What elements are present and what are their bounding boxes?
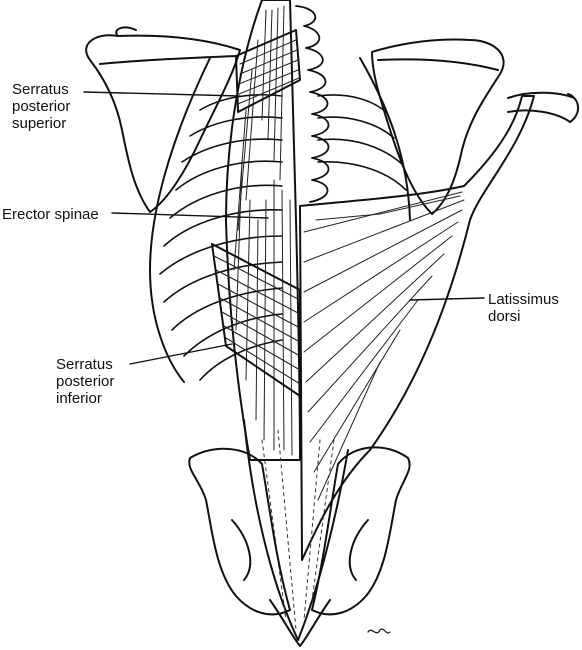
rib-cage-outline bbox=[149, 57, 411, 383]
label-serratus-posterior-superior: Serratus posterior superior bbox=[12, 81, 71, 132]
leader-erector-spinae bbox=[111, 212, 269, 219]
signature-icon bbox=[367, 628, 391, 634]
leader-serratus-posterior-superior bbox=[83, 91, 241, 97]
left-ribs bbox=[159, 93, 283, 381]
latissimus-dorsi bbox=[299, 95, 535, 561]
label-erector-spinae: Erector spinae bbox=[2, 206, 99, 223]
pelvis-right bbox=[311, 446, 411, 616]
label-latissimus-dorsi: Latissimus dorsi bbox=[488, 291, 559, 325]
serratus-posterior-superior bbox=[235, 29, 301, 113]
sacrum bbox=[269, 599, 331, 647]
vertebral-column bbox=[295, 5, 330, 203]
right-scapula-spine bbox=[377, 58, 499, 71]
right-arm-bone bbox=[507, 91, 575, 123]
left-scapula-spine bbox=[99, 55, 237, 65]
erector-spinae bbox=[225, 0, 301, 461]
serratus-posterior-inferior bbox=[211, 243, 301, 397]
pelvis-left bbox=[188, 447, 291, 616]
thoracolumbar-fascia bbox=[243, 419, 349, 641]
right-ribs bbox=[317, 94, 407, 191]
label-serratus-posterior-inferior: Serratus posterior inferior bbox=[56, 356, 115, 407]
leader-serratus-posterior-inferior bbox=[129, 343, 233, 365]
right-scapula bbox=[371, 38, 505, 215]
latissimus-dorsi-fibers bbox=[303, 191, 465, 501]
erector-spinae-fibers bbox=[233, 5, 293, 456]
leader-latissimus-dorsi bbox=[409, 297, 485, 301]
leader-lines bbox=[83, 91, 485, 365]
left-acromion bbox=[115, 26, 137, 37]
